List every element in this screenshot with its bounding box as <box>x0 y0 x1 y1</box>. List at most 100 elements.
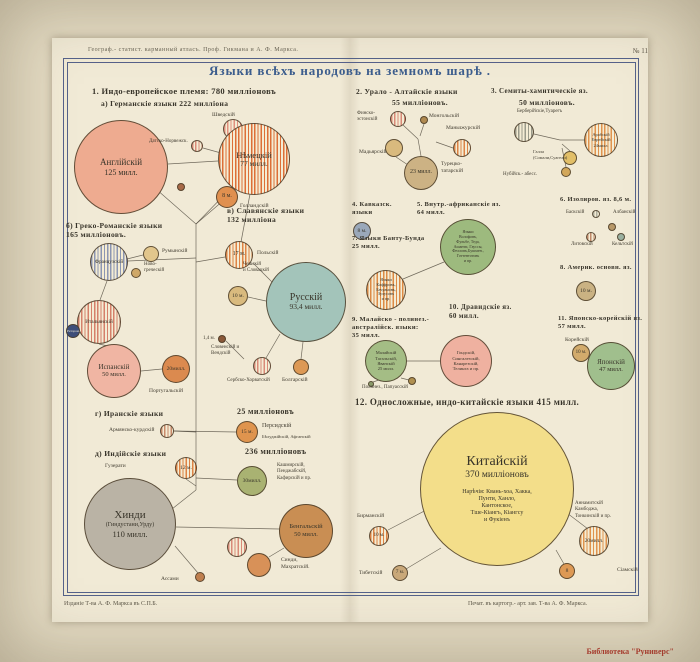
section-6-heading: 6. Изолиров. яз. 8,6 м. <box>560 196 632 203</box>
imprint-left: Изданіе Т-ва А. Ф. Маркса въ С.П.Б. <box>64 601 158 607</box>
circle-serbsko-horvatskiy <box>253 357 271 375</box>
circle-baskskiy <box>592 210 600 218</box>
diagram-label: Галла (Сомали,Суагели) <box>533 149 568 160</box>
section-12-heading: 12. Односложные, индо-китайскіе языки 41… <box>355 397 580 407</box>
diagram-label: Польскій <box>257 250 279 256</box>
circle-italyanskiy: Итальянскій <box>77 300 121 344</box>
section-2-total: 55 милліоновъ. <box>392 98 448 107</box>
section-1b-heading: б) Греко-Романскіе языки 165 милліоновъ. <box>66 221 163 240</box>
circle-bolgarskiy <box>293 359 309 375</box>
diagram-label: Финско- эстонскій <box>357 111 378 123</box>
diagram-label: Бѣлуджійскій, Афганскій <box>262 434 311 439</box>
circle-mongolskiy <box>420 116 428 124</box>
circle-litovskiy <box>586 232 596 242</box>
circle-persidskiy: 15 м. <box>236 421 258 443</box>
diagram-label: Словенскій и Вендскій <box>211 345 240 357</box>
diagram-label: Аннамитскій Камбоджа, Тонкинскій и пр. <box>575 501 611 519</box>
section-1a-heading: а) Германскіе языки 222 милліона <box>101 99 229 108</box>
diagram-label: Маньчжурскій <box>446 125 481 131</box>
circle-portugalskiy: 20милл. <box>162 355 190 383</box>
circle-berberiyskiye <box>514 122 534 142</box>
circle-novogrecheskiy <box>131 268 141 278</box>
section-1d-heading: д) Индійскіе языки <box>95 449 167 458</box>
diagram-label: Шведскій <box>212 112 235 118</box>
diagram-label: Португальскій <box>149 388 184 394</box>
section-1-heading: 1. Индо-европейское племя: 780 милліонов… <box>92 86 277 96</box>
section-9-heading: 9. Малайско - полинез.- австралійск. язы… <box>352 316 430 340</box>
diagram-label: Сербско-Хорватскій <box>227 378 270 383</box>
diagram-label: Монгольскій <box>429 113 460 119</box>
diagram-label: Турецко- татарскій <box>441 161 464 174</box>
circle-datsko-norvezhskiy <box>191 140 203 152</box>
diagram-label: Чешскій и Словацкій <box>243 262 269 274</box>
diagram-label: 1,4 м. <box>203 336 215 341</box>
diagram-label: Голландскій <box>240 203 269 209</box>
diagram-label: Нубійск.- абесс. <box>503 172 538 177</box>
circle-kashmirskiy: 30милл. <box>237 466 267 496</box>
circle-dravidskiye: Гондскій,Сингалезскій,Канарезскій,Телинг… <box>440 335 492 387</box>
diagram-label: Румынскій <box>162 248 188 254</box>
circle-madyarskiy <box>385 139 403 157</box>
diagram-label: Синди, Махратскій. <box>281 557 310 570</box>
page-fold <box>340 38 360 622</box>
section-8-heading: 8. Америк. основн. яз. <box>560 264 632 271</box>
circle-keltskiy <box>617 233 625 241</box>
circle-annamitskiy: 20милл. <box>579 526 609 556</box>
page-number: № 11 <box>632 47 648 55</box>
circle-galla <box>563 151 577 165</box>
section-1g-heading: г) Иранскіе языки <box>95 409 164 418</box>
section-7-heading: 7. Языки Банту-Бунда 25 милл. <box>352 235 425 251</box>
circle-rumynskiy <box>143 246 159 262</box>
section-1d-total: 236 милліоновъ <box>245 447 307 456</box>
plate-title: Языки всѣхъ народовъ на земномъ шарѣ . <box>209 63 491 78</box>
circle-hindi: Хинди(Гиндустани,Урду)110 милл. <box>84 478 176 570</box>
section-2-heading: 2. Урало - Алтайскіе языки <box>356 87 458 96</box>
diagram-label: Ново- греческій <box>144 262 165 274</box>
circle-polskiy: 17 м. <box>225 241 253 269</box>
diagram-label: Болгарскій <box>282 377 308 383</box>
circle-gollandskiy: 8 м. <box>216 186 238 208</box>
section-3-total: 50 милліоновъ. <box>519 98 575 107</box>
circle-dot-semit-1 <box>561 167 571 177</box>
circle-dot-papuas <box>408 377 416 385</box>
section-11-heading: 11. Японско-корейскій яз. 57 милл. <box>558 315 643 331</box>
diagram-label: Персидскій <box>262 423 292 429</box>
diagram-label: Мадьярскій <box>359 149 387 155</box>
circle-dot-german-1 <box>177 183 185 191</box>
diagram-label: Корейскій <box>565 337 589 343</box>
circle-retoromanskiy: Ретором. <box>66 324 80 338</box>
diagram-label: Литовскій <box>571 242 593 247</box>
circle-mahratskiy <box>247 553 271 577</box>
diagram-label: Кельтскій <box>612 242 633 247</box>
section-1g-total: 25 милліоновъ <box>237 407 295 416</box>
circle-sindi <box>227 537 247 557</box>
circle-siamskiy: 8 <box>559 563 575 579</box>
diagram-label: Полинез., Папуасскій <box>362 385 408 390</box>
section-5-heading: 5. Внутр.-африканскіе яз. 64 милл. <box>417 201 501 217</box>
circle-birmanskiy: 10 м. <box>369 526 389 546</box>
diagram-label: Сіамскій <box>617 567 638 573</box>
diagram-label: Гузерати <box>105 463 126 469</box>
diagram-label: Бирманскій <box>357 513 385 519</box>
section-3-heading: 3. Семиты-хамитическіе яз. <box>491 87 588 95</box>
diagram-label: Ассами <box>161 576 179 582</box>
circle-cheshskiy: 10 м. <box>228 286 248 306</box>
diagram-label: Тибетскій <box>359 570 383 576</box>
diagram-label: Албанскій <box>613 210 636 215</box>
circle-dot-polinez <box>368 381 374 387</box>
circle-amerik-osnovn: 10 м. <box>576 281 596 301</box>
circle-turetsko-tatarskiy: 23 милл. <box>404 156 438 190</box>
circle-tibetskiy: 7 м. <box>392 565 408 581</box>
diagram-label: Берберійскіе,Туарегъ <box>517 109 563 114</box>
